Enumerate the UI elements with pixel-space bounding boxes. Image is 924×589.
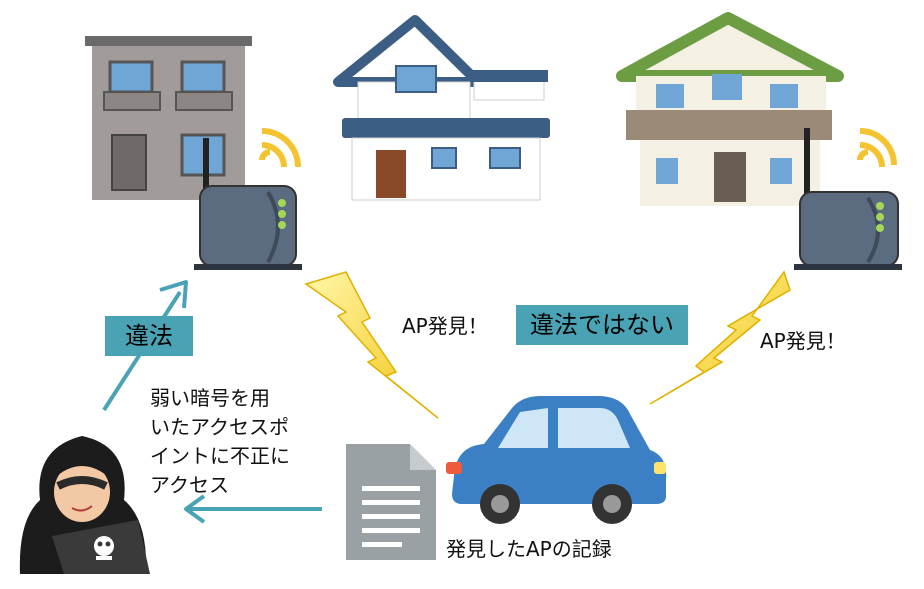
apartment-building-icon [85, 36, 252, 200]
weak-crypto-line: アクセス [150, 473, 229, 497]
lightning-bolt-left-icon [304, 271, 439, 419]
record-caption-text: 発見したAPの記録 [446, 537, 612, 561]
wireless-router-left-icon [194, 138, 302, 270]
house-blue-roof-icon [333, 15, 550, 201]
wifi-signal-left-icon [259, 128, 301, 168]
weak-crypto-line: イントに不正に [150, 444, 290, 468]
weak-crypto-line: いたアクセスポ [150, 415, 289, 439]
weak-crypto-line: 弱い暗号を用 [150, 386, 270, 410]
ap-found-right-text: AP発見！ [760, 329, 846, 353]
car-icon [446, 396, 667, 524]
ap-found-left-text: AP発見！ [402, 314, 488, 338]
illegal-label: 違法 [105, 316, 193, 356]
wifi-signal-right-icon [857, 128, 897, 168]
document-record-icon [346, 444, 436, 560]
hacker-with-laptop-icon [19, 436, 150, 574]
weak-crypto-access-text: 弱い暗号を用 いたアクセスポ イントに不正に アクセス [150, 384, 320, 500]
lightning-bolt-right-icon [649, 270, 791, 405]
wireless-router-right-icon [794, 128, 902, 270]
house-green-roof-icon [616, 12, 844, 206]
arrow-left-to-hacker-icon [184, 494, 322, 524]
not-illegal-label: 違法ではない [516, 305, 688, 345]
